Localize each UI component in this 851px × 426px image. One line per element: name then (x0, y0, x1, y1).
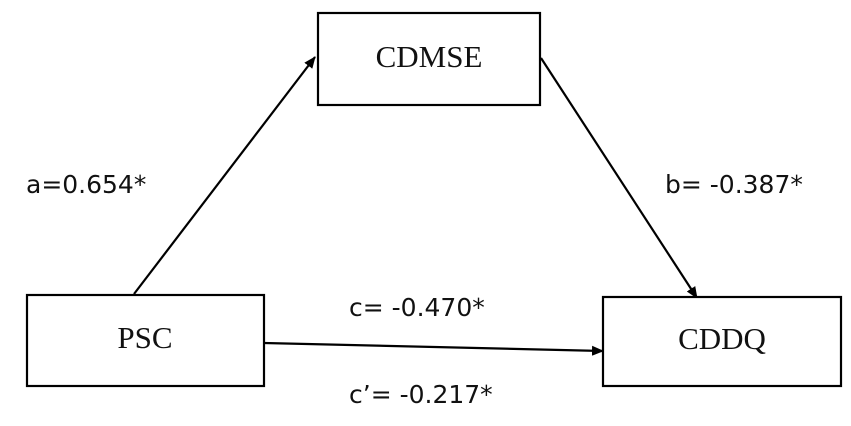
path-c-label: c= -0.470* (349, 293, 485, 322)
node-mediator: CDMSE (316, 11, 542, 107)
path-c-prime-label: c’= -0.217* (349, 380, 493, 409)
node-mediator-box (316, 11, 542, 107)
path-b-arrow (540, 57, 698, 299)
node-predictor-box (25, 293, 266, 388)
node-outcome-box (601, 295, 843, 388)
path-a-arrow (133, 56, 316, 295)
path-b-label: b= -0.387* (665, 170, 803, 199)
node-predictor-label: PSC (117, 320, 172, 355)
node-outcome: CDDQ (601, 295, 843, 388)
node-mediator-label: CDMSE (376, 39, 483, 74)
node-outcome-label: CDDQ (678, 321, 766, 356)
node-predictor: PSC (25, 293, 266, 388)
path-a-label: a=0.654* (26, 170, 146, 199)
path-c-arrow (263, 341, 604, 356)
